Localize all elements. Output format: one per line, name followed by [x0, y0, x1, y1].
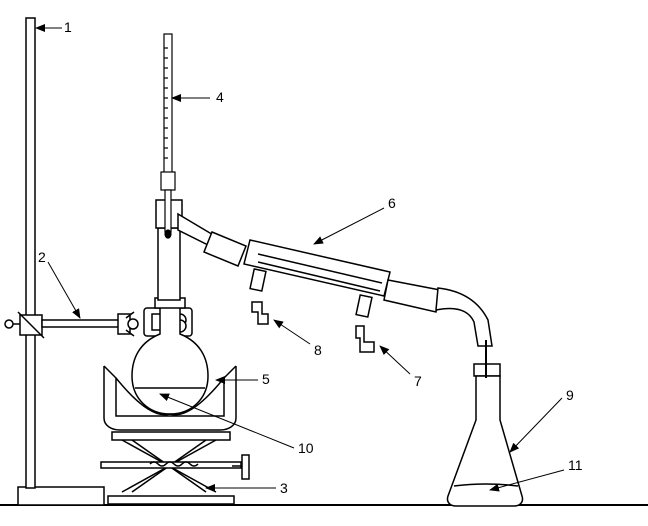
label-7: 7: [414, 373, 422, 389]
clamp-arm: [41, 311, 139, 337]
leader-7: [379, 345, 411, 375]
label-4: 4: [216, 89, 224, 105]
leader-2: [47, 261, 81, 319]
label-1: 1: [64, 19, 72, 35]
label-6: 6: [388, 195, 396, 211]
leader-8: [273, 319, 311, 345]
leader-lines: [35, 24, 565, 492]
condenser: [203, 231, 493, 347]
label-8: 8: [314, 342, 322, 358]
leader-11: [489, 469, 565, 492]
leader-10: [159, 393, 295, 449]
thermometer: [160, 33, 176, 239]
stand-rod: [25, 17, 36, 489]
hose-connectors: [251, 301, 375, 353]
erlenmeyer-flask: [446, 340, 524, 507]
label-3: 3: [280, 480, 288, 496]
label-10: 10: [298, 440, 314, 456]
leader-6: [313, 207, 385, 245]
boss-head: [4, 311, 45, 339]
label-5: 5: [262, 371, 270, 387]
lab-jack: [100, 431, 250, 505]
stand-base: [17, 486, 105, 506]
label-11: 11: [568, 457, 583, 473]
label-2: 2: [38, 249, 46, 265]
leader-9: [509, 397, 563, 453]
label-9: 9: [566, 387, 574, 403]
